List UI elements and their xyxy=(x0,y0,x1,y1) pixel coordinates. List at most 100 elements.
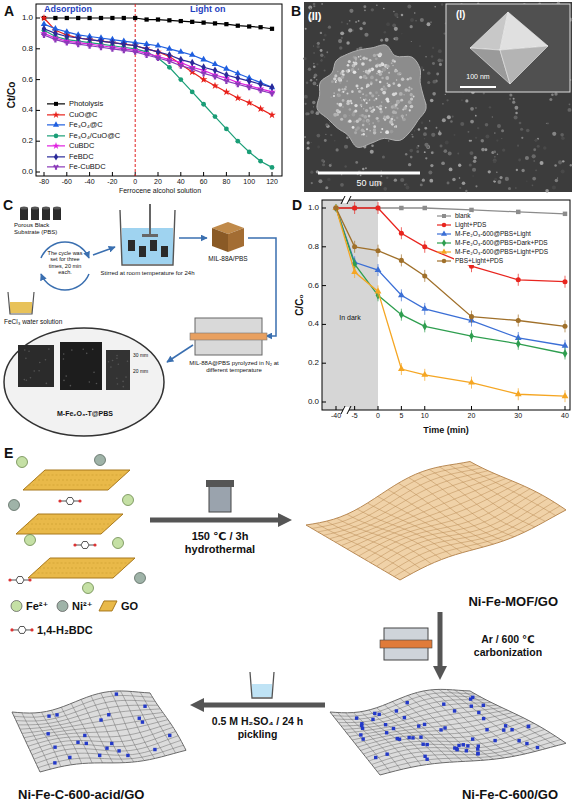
pore xyxy=(38,370,40,372)
bdc-bond xyxy=(89,545,94,546)
data-marker xyxy=(200,76,208,83)
metal-particle xyxy=(517,739,520,742)
sem-grain xyxy=(452,116,454,118)
sem-grain xyxy=(380,131,382,133)
sem-grain xyxy=(431,151,433,153)
sem-grain xyxy=(373,128,376,131)
metal-particle xyxy=(423,755,426,758)
legend-text: CuO@C xyxy=(68,110,98,118)
legend-item: Fe-CuBDC xyxy=(46,163,107,171)
metal-particle xyxy=(115,692,118,695)
data-marker xyxy=(421,371,428,377)
data-marker xyxy=(179,19,183,23)
sem-grain xyxy=(313,45,314,46)
sem-grain xyxy=(352,113,356,117)
sem-grain xyxy=(321,159,324,162)
sem-grain xyxy=(409,149,413,153)
sem-grain xyxy=(339,46,342,49)
mesh-line xyxy=(388,502,554,573)
sem-grain xyxy=(569,103,571,105)
data-marker xyxy=(236,74,241,82)
sem-grain xyxy=(349,100,352,103)
axis-tick xyxy=(322,285,326,286)
data-marker xyxy=(143,52,149,57)
mesh-line xyxy=(101,693,134,762)
sem-grain xyxy=(560,133,564,137)
sem-grain xyxy=(475,115,477,117)
data-marker xyxy=(167,18,171,22)
sem-grain xyxy=(303,57,306,60)
stir-rod xyxy=(149,204,151,236)
sem-grain xyxy=(367,120,369,122)
sem-grain xyxy=(313,3,316,6)
metal-particle xyxy=(471,737,474,740)
legend-marker xyxy=(54,102,58,106)
data-marker xyxy=(190,20,194,24)
sem-grain xyxy=(513,98,515,100)
sem-grain xyxy=(540,161,544,165)
data-marker xyxy=(516,277,521,282)
tick-label: 5 xyxy=(399,412,403,420)
metal-particle xyxy=(117,749,120,752)
sem-grain xyxy=(366,58,368,60)
sem-grain xyxy=(331,163,332,164)
mesh-line xyxy=(450,465,546,521)
pbs-block-top xyxy=(53,206,61,209)
mesh-line xyxy=(416,693,494,759)
sem-grain xyxy=(400,72,402,74)
sem-grain xyxy=(485,135,489,139)
data-marker xyxy=(156,17,160,21)
metal-particle xyxy=(527,725,530,728)
pore xyxy=(82,348,84,350)
pore xyxy=(63,358,65,360)
sem-grain xyxy=(333,113,337,117)
sem-grain xyxy=(481,139,484,142)
data-marker xyxy=(423,206,427,210)
data-line xyxy=(336,208,565,396)
sem-grain xyxy=(546,123,547,124)
data-marker xyxy=(270,27,274,31)
axis-title: Ferrocene alcohol solution xyxy=(119,187,201,195)
sem-grain xyxy=(380,175,382,177)
sem-grain xyxy=(346,136,349,139)
sem-grain xyxy=(469,163,472,166)
data-marker xyxy=(144,45,149,53)
pore xyxy=(116,355,118,357)
data-marker xyxy=(121,48,127,53)
mesh-line xyxy=(377,740,560,772)
sem-grain xyxy=(340,183,344,187)
data-line xyxy=(336,208,565,214)
legend-item: Ni²⁺ xyxy=(56,600,93,613)
sem-grain xyxy=(371,144,374,147)
axis-tick xyxy=(36,48,40,49)
oxygen xyxy=(58,499,61,502)
sem-grain xyxy=(408,163,411,166)
sem-grain xyxy=(396,100,400,104)
data-line xyxy=(336,208,565,354)
sem-grain xyxy=(342,99,345,102)
sem-grain xyxy=(411,134,412,135)
stage-label: Ni-Fe-C-600-acid/GO xyxy=(18,788,180,803)
fe-ion xyxy=(123,495,134,506)
sem-grain xyxy=(369,130,371,132)
legend-sample xyxy=(46,121,66,129)
sem-grain xyxy=(460,122,464,126)
data-marker xyxy=(246,85,252,90)
metal-particle xyxy=(465,749,468,752)
pore xyxy=(70,385,72,387)
sem-grain xyxy=(427,22,431,26)
sem-grain xyxy=(470,151,474,155)
data-marker xyxy=(201,102,206,107)
pore xyxy=(125,376,127,378)
sem-grain xyxy=(432,92,436,96)
sem-grain xyxy=(307,113,310,116)
mesh-line xyxy=(359,486,524,556)
axis-tick xyxy=(518,406,519,410)
sem-grain xyxy=(324,56,326,58)
sem-grain xyxy=(400,99,403,102)
metal-particle xyxy=(374,756,377,759)
light-on-line xyxy=(135,4,136,176)
mesh-line xyxy=(355,715,518,743)
sem-grain xyxy=(419,45,421,47)
oxygen xyxy=(73,543,76,546)
